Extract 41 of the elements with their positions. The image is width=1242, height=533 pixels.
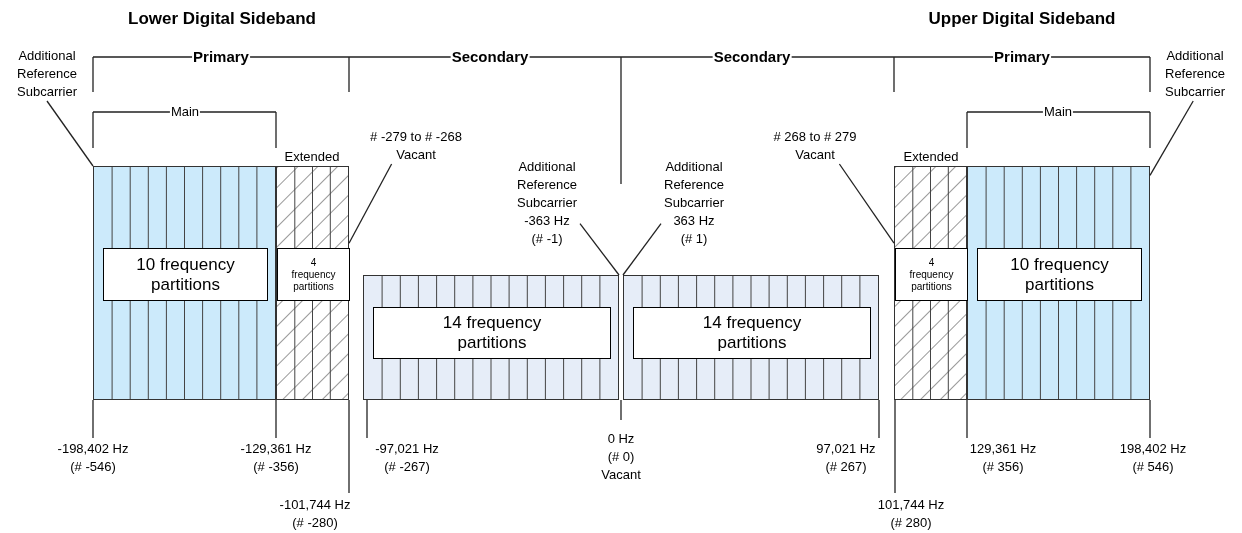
partition-band [93,166,276,400]
frequency-label: 101,744 Hz (# 280) [876,496,946,532]
frequency-label: 198,402 Hz (# 546) [1118,440,1188,476]
partition-band [967,166,1150,400]
callout-text: Additional Reference Subcarrier -363 Hz (# -1) [514,158,580,248]
callout-text: Additional Reference Subcarrier 363 Hz (# 1) [661,158,727,248]
partition-band [363,275,619,400]
partition-band [623,275,879,400]
frequency-label: 97,021 Hz (# 267) [815,440,877,476]
bracket-label: Secondary [450,48,530,65]
frequency-label: -101,744 Hz (# -280) [278,496,352,532]
band-heading: Lower Digital Sideband [127,8,317,30]
partition-label: 4 frequency partitions [277,248,350,301]
hatched-partition-band [276,166,349,400]
partition-label: 4 frequency partitions [895,248,968,301]
leader-line [1149,100,1194,177]
frequency-label: -198,402 Hz (# -546) [56,440,130,476]
leader-line [579,223,620,276]
callout-text: # -279 to # -268 Vacant [355,128,477,164]
frequency-label: 0 Hz (# 0) Vacant [600,430,642,484]
frequency-label: 129,361 Hz (# 356) [968,440,1038,476]
partition-label: 10 frequency partitions [103,248,268,301]
leader-line [838,163,895,244]
band-heading: Upper Digital Sideband [927,8,1117,30]
callout-text: # 268 to # 279 Vacant [754,128,876,164]
leader-line [46,100,94,167]
frequency-label: -129,361 Hz (# -356) [239,440,313,476]
bracket-label: Primary [993,48,1051,65]
partition-label: 10 frequency partitions [977,248,1142,301]
callout-text: Additional Reference Subcarrier [2,47,92,101]
partition-label: 14 frequency partitions [373,307,611,359]
bracket-label: Primary [192,48,250,65]
label-text: Extended [902,148,960,166]
bracket-label: Secondary [712,48,792,65]
callout-text: Additional Reference Subcarrier [1150,47,1240,101]
label-text: Extended [283,148,341,166]
leader-line [622,223,662,276]
partition-label: 14 frequency partitions [633,307,871,359]
hatched-partition-band [894,166,967,400]
frequency-label: -97,021 Hz (# -267) [374,440,440,476]
leader-line [348,163,393,244]
